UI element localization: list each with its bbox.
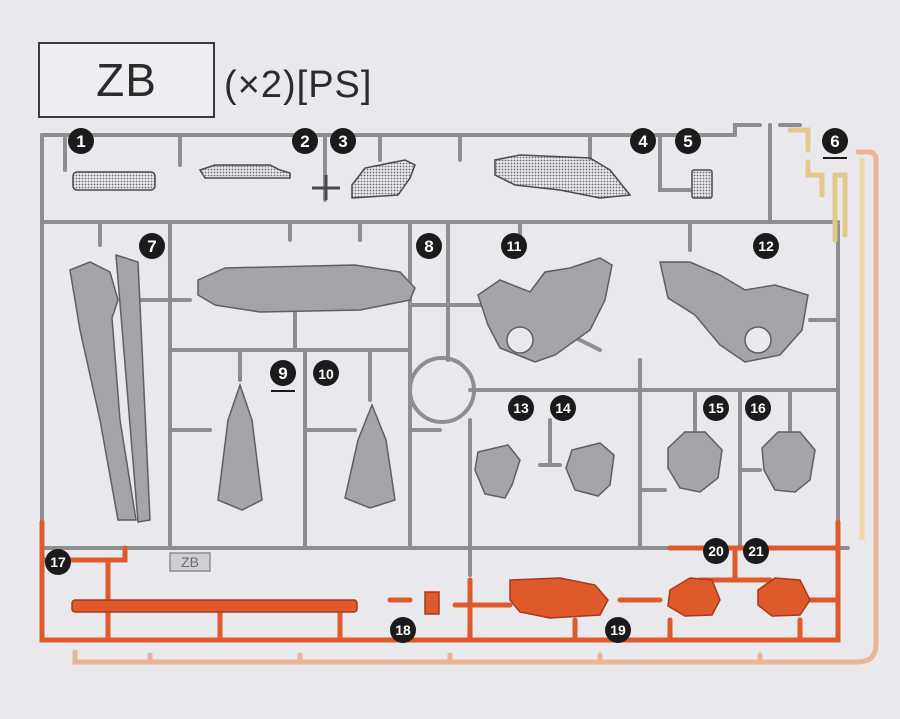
part-8-shape (197, 264, 416, 313)
label-1: 1 (68, 128, 94, 154)
runner-code: ZB (96, 54, 157, 106)
part-11-hole (506, 326, 534, 354)
label-10: 10 (313, 360, 339, 386)
part-4-shape (494, 154, 632, 199)
part-7-shape-b (115, 253, 151, 523)
part-13-shape (474, 444, 521, 499)
label-13: 13 (508, 395, 534, 421)
part-20-shape (667, 577, 721, 617)
label-4: 4 (630, 128, 656, 154)
part-1-shape (72, 171, 156, 191)
label-21: 21 (743, 538, 769, 564)
part-12-shape (659, 261, 809, 363)
runner-tag-text: ZB (181, 554, 199, 570)
svg-text:9: 9 (278, 364, 287, 383)
part-16-shape (761, 431, 816, 493)
label-3: 3 (330, 128, 356, 154)
part-2-shape (198, 164, 291, 179)
label-6: 6 (822, 128, 848, 159)
part-7-shape (69, 261, 137, 521)
part-5-shape (691, 169, 713, 199)
svg-text:5: 5 (683, 132, 692, 151)
svg-text:11: 11 (507, 238, 522, 254)
svg-text:6: 6 (830, 132, 839, 151)
runner-tag (169, 552, 211, 572)
part-18-shape (424, 591, 440, 615)
label-15: 15 (703, 395, 729, 421)
part-9-shape (217, 382, 263, 511)
label-17: 17 (45, 549, 71, 575)
part-15-shape (667, 431, 723, 493)
svg-text:7: 7 (147, 237, 156, 256)
svg-text:2: 2 (300, 132, 309, 151)
quantity-label: (×2) (224, 64, 297, 106)
label-12: 12 (753, 233, 779, 259)
label-16: 16 (745, 395, 771, 421)
svg-text:21: 21 (748, 543, 764, 559)
label-5: 5 (675, 128, 701, 154)
svg-text:19: 19 (610, 622, 626, 638)
svg-text:18: 18 (395, 622, 411, 638)
part-numbers: 1 2 3 4 5 6 7 8 9 10 11 12 13 14 15 16 1… (45, 128, 848, 643)
part-3-cross (312, 175, 340, 200)
svg-text:20: 20 (708, 543, 724, 559)
label-9: 9 (270, 360, 296, 392)
svg-text:4: 4 (638, 132, 648, 151)
part-21-shape (757, 577, 811, 617)
gray-runner-frame (40, 123, 850, 577)
orange-parts (71, 577, 811, 619)
label-20: 20 (703, 538, 729, 564)
part-19-shape (509, 577, 609, 619)
svg-text:16: 16 (750, 400, 766, 416)
label-18: 18 (390, 617, 416, 643)
svg-text:3: 3 (338, 132, 347, 151)
material-label: [PS] (296, 64, 373, 106)
svg-text:8: 8 (424, 237, 433, 256)
label-8: 8 (416, 233, 442, 259)
svg-text:15: 15 (708, 400, 724, 416)
label-11: 11 (501, 233, 527, 259)
svg-text:13: 13 (513, 400, 529, 416)
svg-text:14: 14 (555, 400, 571, 416)
svg-text:17: 17 (50, 554, 66, 570)
dark-parts (72, 154, 713, 200)
svg-text:1: 1 (76, 132, 85, 151)
yellow-part-6 (787, 127, 848, 243)
peach-runner (72, 149, 879, 665)
part-3-shape (351, 159, 416, 199)
svg-text:10: 10 (318, 366, 334, 382)
part-17-bar (71, 599, 358, 613)
runner-suffix: (×2)[PS] (224, 64, 372, 107)
label-2: 2 (292, 128, 318, 154)
runner-code-box: ZB (38, 42, 215, 118)
runner-hub (408, 356, 476, 424)
part-12-hole (744, 326, 772, 354)
part-10-shape (344, 402, 396, 509)
label-14: 14 (550, 395, 576, 421)
svg-text:12: 12 (758, 238, 774, 254)
label-19: 19 (605, 617, 631, 643)
label-7: 7 (139, 233, 165, 259)
part-14-shape (565, 442, 615, 497)
